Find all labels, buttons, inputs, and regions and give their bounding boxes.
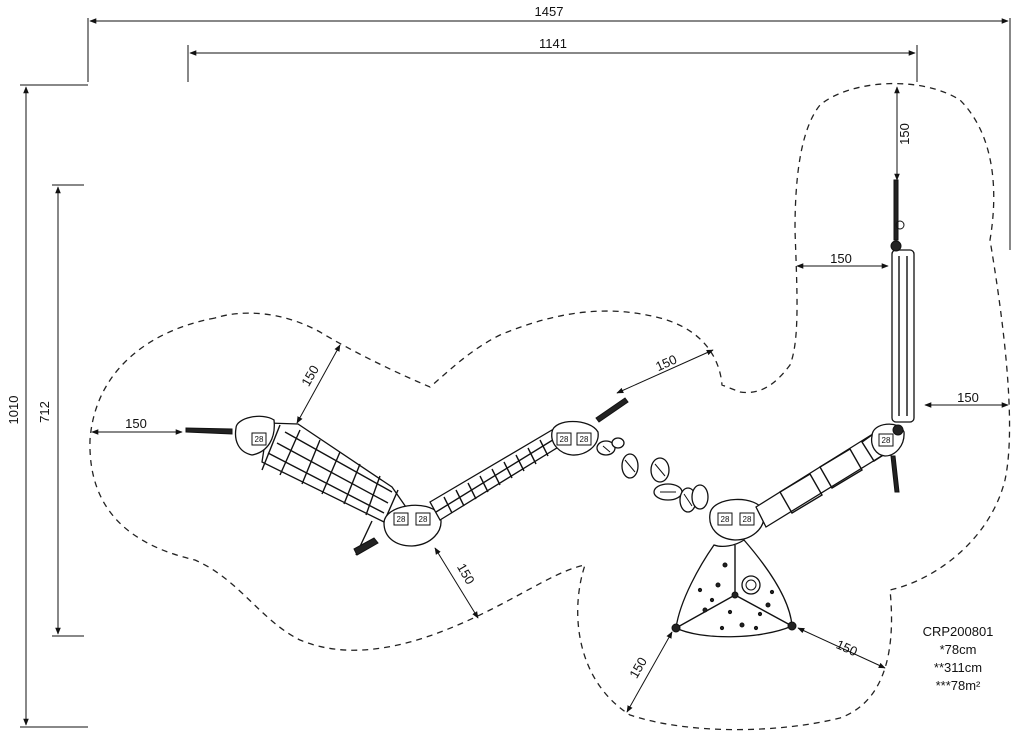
ladder-bridge	[429, 429, 561, 521]
triangle-climbing-wall	[671, 539, 797, 638]
platform-badge-left: 28	[255, 435, 264, 444]
safety-distance-left: 150	[91, 416, 183, 435]
safety-distance-bottom-left: 150	[434, 547, 479, 619]
safety-label-bottom-left: 150	[454, 561, 478, 587]
platform-badge-cl-1: 28	[397, 515, 406, 524]
product-code: CRP200801	[923, 624, 994, 639]
inner-width-label: 1141	[539, 36, 567, 51]
product-free-fall: **311cm	[934, 660, 982, 675]
climbing-net	[261, 422, 409, 556]
platform-badge-r: 28	[882, 436, 891, 445]
dimension-total-height: 1010	[6, 84, 88, 728]
platform-badge-l-2: 28	[743, 515, 752, 524]
platform-center-left: 28 28	[383, 504, 442, 547]
safety-label-top: 150	[897, 123, 912, 145]
safety-label-right-inner: 150	[830, 251, 852, 266]
product-height: *78cm	[940, 642, 977, 657]
safety-zone-outline	[89, 82, 1011, 731]
safety-distance-top-right: 150	[894, 86, 912, 181]
plank-bridge	[755, 430, 889, 528]
safety-label-right-outer: 150	[957, 390, 979, 405]
dimension-inner-width: 1141	[187, 36, 918, 82]
safety-label-bridge: 150	[653, 352, 679, 375]
platform-badge-c-2: 28	[580, 435, 589, 444]
dimension-total-width: 1457	[87, 4, 1011, 250]
product-area: ***78m²	[936, 678, 981, 693]
platform-lower: 28 28	[709, 498, 765, 541]
vertical-beam	[890, 179, 915, 436]
inner-height-label: 712	[37, 401, 52, 423]
total-width-label: 1457	[535, 4, 564, 19]
safety-label-left: 150	[125, 416, 147, 431]
safety-distance-net: 150	[296, 344, 341, 424]
total-height-label: 1010	[6, 396, 21, 425]
safety-distance-lower-left: 150	[626, 631, 673, 713]
safety-label-lower-right: 150	[834, 637, 860, 660]
product-info: CRP200801 *78cm **311cm ***78m²	[923, 624, 994, 693]
platform-left: 28	[185, 415, 275, 456]
platform-badge-l-1: 28	[721, 515, 730, 524]
platform-badge-c-1: 28	[560, 435, 569, 444]
safety-distance-lower-right: 150	[797, 627, 886, 669]
safety-distance-right-outer: 150	[924, 390, 1009, 408]
dimension-inner-height: 712	[37, 184, 84, 637]
platform-center: 28 28	[551, 397, 629, 456]
stepping-stones	[596, 437, 709, 513]
safety-distance-right-inner: 150	[796, 251, 889, 269]
platform-badge-cl-2: 28	[419, 515, 428, 524]
safety-distance-bridge: 150	[616, 349, 714, 394]
